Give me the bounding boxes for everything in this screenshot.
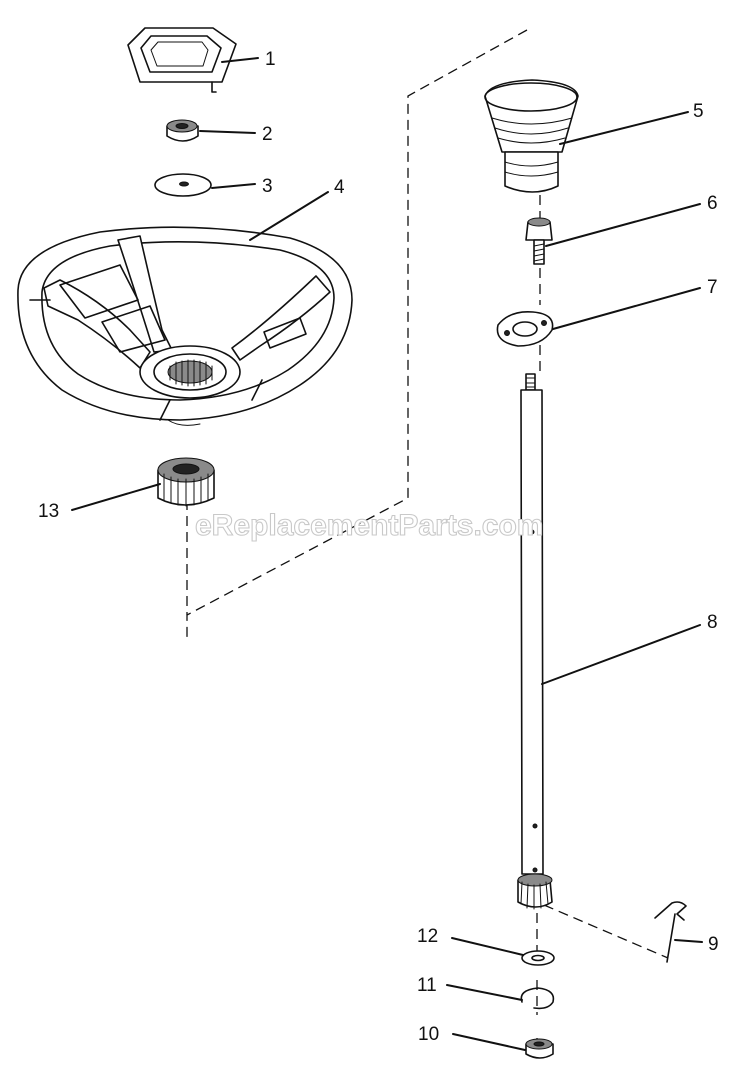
part-number-13: 13 (38, 501, 59, 522)
part-number-11: 11 (417, 975, 437, 996)
part-number-5: 5 (693, 101, 704, 122)
part-number-8: 8 (707, 612, 718, 633)
part-number-6: 6 (707, 193, 718, 214)
part-number-3: 3 (262, 176, 273, 197)
part-number-10: 10 (418, 1024, 439, 1045)
watermark-text: eReplacementParts.com (195, 509, 544, 542)
part-4-steering-wheel (17, 226, 353, 426)
part-1-horn-cap (127, 27, 237, 93)
part-3-washer (154, 173, 212, 197)
part-11-snap-ring (520, 987, 555, 1010)
part-12-washer (521, 950, 555, 966)
pinion-gear (517, 873, 553, 910)
part-13-splined-adapter (157, 457, 215, 507)
part-10-bushing (525, 1038, 554, 1059)
part-number-labels: 1 2 3 4 5 6 7 8 9 10 11 12 13 (38, 49, 719, 1045)
part-number-9: 9 (708, 934, 719, 955)
part-6-bolt (525, 217, 553, 265)
part-number-12: 12 (417, 926, 438, 947)
part-5-column-boot (484, 79, 579, 193)
part-number-1: 1 (265, 49, 276, 70)
part-7-flange-bearing (496, 310, 554, 347)
part-2-nut (166, 119, 199, 142)
part-9-hairpin-clip (654, 901, 687, 963)
part-8-steering-shaft (520, 373, 544, 875)
part-number-4: 4 (334, 177, 345, 198)
part-number-7: 7 (707, 277, 718, 298)
part-number-2: 2 (262, 124, 273, 145)
leader-lines (71, 57, 703, 1051)
